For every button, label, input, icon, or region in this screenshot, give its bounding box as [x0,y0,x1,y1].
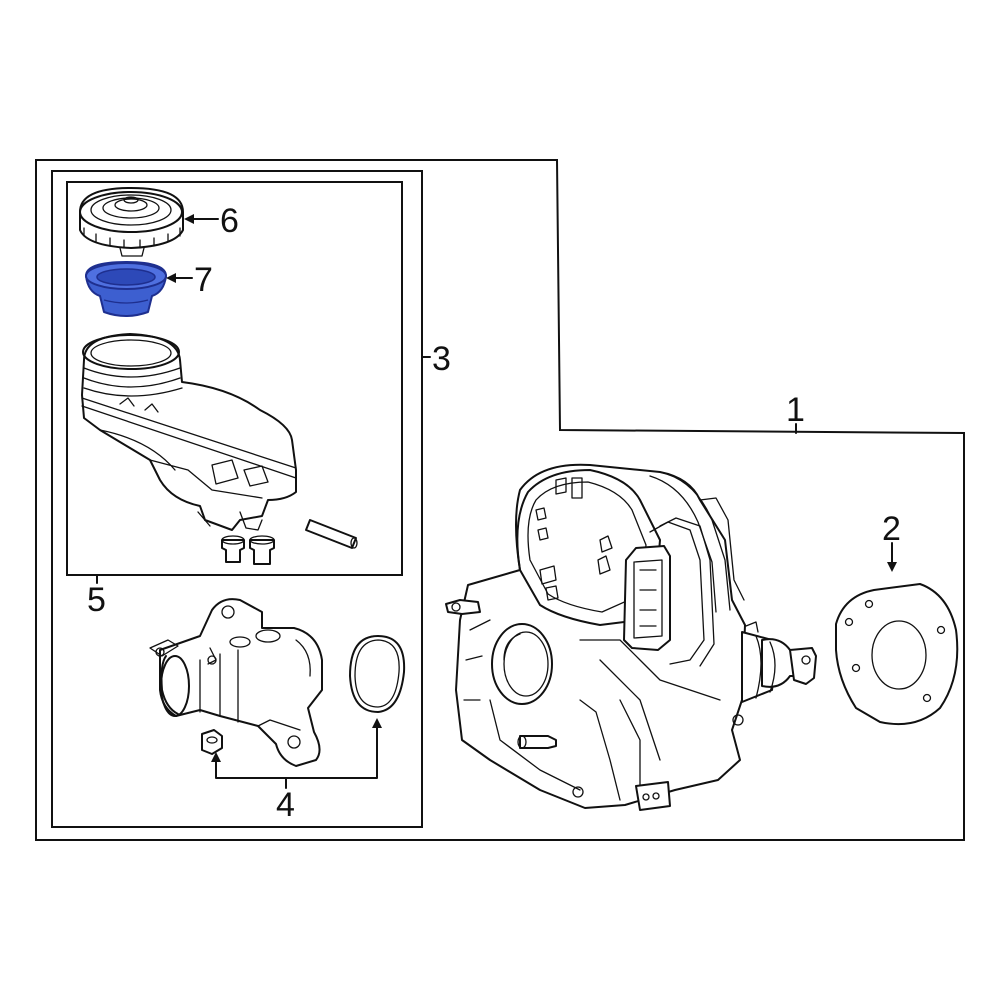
booster-gasket[interactable] [835,583,959,726]
brake-fluid-reservoir[interactable] [81,333,358,565]
assembly-frame-master-cylinder [51,170,423,828]
assembly-frame-reservoir [66,181,403,576]
reservoir-cap[interactable] [79,187,184,257]
assembly-frame-outer [35,159,965,841]
reservoir-strainer-highlighted[interactable] [85,261,167,317]
callout-5: 5 [87,581,106,619]
brake-booster[interactable] [445,463,817,811]
brake-master-cylinder[interactable] [149,598,323,767]
master-cylinder-o-ring[interactable] [349,635,406,713]
callout-1: 1 [786,391,805,429]
master-cylinder-nut[interactable] [201,729,223,755]
callout-6: 6 [220,202,239,240]
callout-4: 4 [276,786,295,824]
leader-lines [96,214,897,789]
callout-2: 2 [882,510,901,548]
callout-7: 7 [194,261,213,299]
callout-3: 3 [432,340,451,378]
